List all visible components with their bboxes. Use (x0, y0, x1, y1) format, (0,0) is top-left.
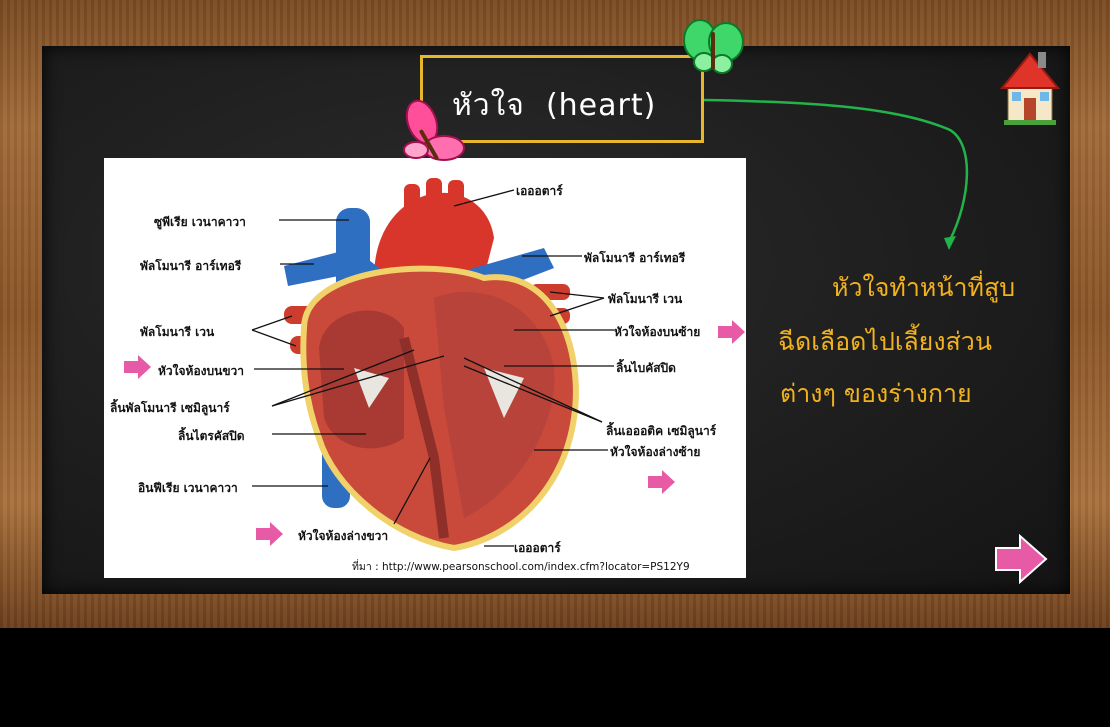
pink-arrow-icon (648, 470, 676, 494)
label-left-ventricle: หัวใจห้องล่างซ้าย (610, 443, 700, 462)
description-line-2: ฉีดเลือดไปเลี้ยงส่วน (778, 322, 992, 362)
label-pulmonary-veins-left: พัลโมนารี เวน (140, 323, 214, 342)
pink-arrow-icon (718, 320, 746, 344)
label-pulmonary-artery-left: พัลโมนารี อาร์เทอรี (140, 257, 241, 276)
pink-arrow-icon (256, 522, 284, 546)
description-line-1: หัวใจทำหน้าที่สูบ (832, 268, 1015, 308)
page-title: หัวใจ (heart) (452, 82, 656, 129)
label-pulmonary-veins-right: พัลโมนารี เวน (608, 290, 682, 309)
label-right-ventricle: หัวใจห้องล่างขวา (298, 527, 388, 546)
house-icon[interactable] (998, 48, 1060, 130)
next-slide-button[interactable] (994, 534, 1048, 584)
pink-arrow-icon (124, 355, 152, 379)
butterfly-icon (680, 18, 746, 76)
label-aortic-semilunar-valve: ลิ้นเอออติค เซมิลูนาร์ (606, 422, 716, 441)
label-inferior-vena-cava: อินฟีเรีย เวนาคาวา (138, 479, 238, 498)
label-mitral-valve: ลิ้นไบคัสปิด (616, 359, 676, 378)
label-superior-vena-cava: ซูพีเรีย เวนาคาวา (154, 213, 246, 232)
label-pulmonary-artery-right: พัลโมนารี อาร์เทอรี (584, 249, 685, 268)
label-aorta-bottom: เอออตาร์ (514, 539, 561, 558)
label-pulmonary-semilunar-valve: ลิ้นพัลโมนารี เซมิลูนาร์ (110, 399, 230, 418)
label-right-atrium: หัวใจห้องบนขวา (158, 362, 244, 381)
label-left-atrium: หัวใจห้องบนซ้าย (614, 323, 700, 342)
label-aorta-top: เอออตาร์ (516, 182, 563, 201)
image-source: ที่มา : http://www.pearsonschool.com/ind… (352, 558, 690, 575)
description-line-3: ต่างๆ ของร่างกาย (780, 374, 972, 414)
label-tricuspid-valve: ลิ้นไตรคัสปิด (178, 427, 245, 446)
butterfly-icon (398, 98, 470, 168)
heart-diagram: เอออตาร์ ซูพีเรีย เวนาคาวา พัลโมนารี อาร… (104, 158, 746, 578)
